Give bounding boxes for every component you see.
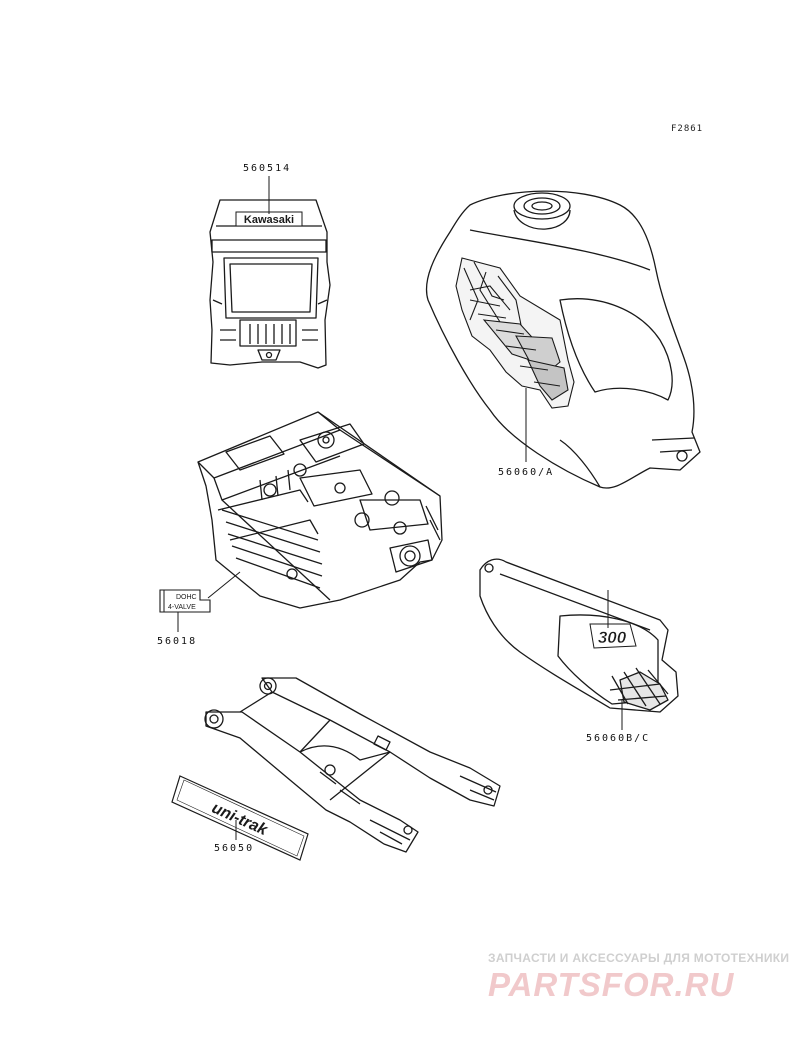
leader-cylinder-head-2 bbox=[207, 571, 241, 599]
headlight-brand-text: Kawasaki bbox=[244, 214, 294, 226]
swingarm-part[interactable] bbox=[204, 677, 501, 853]
label-headlight-cover[interactable]: 560514 bbox=[243, 163, 292, 174]
headlight-brand-decal: Kawasaki bbox=[235, 211, 303, 227]
head-plate-decal: DOHC 4-VALVE bbox=[159, 589, 211, 613]
watermark-tagline: ЗАПЧАСТИ И АКСЕССУАРЫ ДЛЯ МОТОТЕХНИКИ bbox=[488, 951, 790, 965]
head-plate-line1: DOHC bbox=[176, 594, 197, 601]
watermark-brand: PARTSFOR.RU bbox=[488, 966, 735, 1003]
label-fuel-tank[interactable]: 56060/A bbox=[498, 467, 555, 478]
cylinder-head-part[interactable] bbox=[197, 411, 443, 609]
figure-reference: F2861 bbox=[671, 124, 704, 134]
label-side-cover[interactable]: 56060B/C bbox=[586, 733, 651, 744]
label-cylinder-head[interactable]: 56018 bbox=[157, 636, 198, 647]
label-swingarm[interactable]: 56050 bbox=[214, 843, 255, 854]
side-emblem-decal: 300 bbox=[589, 623, 637, 649]
fuel-tank-decal bbox=[455, 257, 575, 409]
side-cover-part[interactable] bbox=[479, 558, 679, 713]
headlight-cover-part[interactable] bbox=[209, 199, 331, 369]
side-emblem-text: 300 bbox=[598, 628, 627, 647]
head-plate-line2: 4-VALVE bbox=[168, 604, 196, 611]
